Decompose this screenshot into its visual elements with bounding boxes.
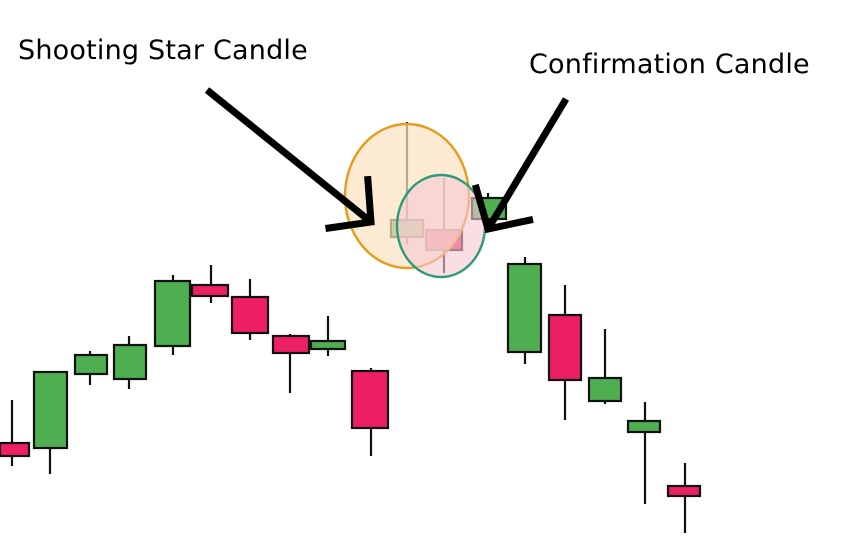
confirmation-highlight-circle <box>395 173 487 279</box>
highlight-circles-group <box>343 122 487 279</box>
candle-body-bullish <box>32 370 69 450</box>
candle-18 <box>666 463 702 533</box>
arrow-shaft <box>484 97 570 231</box>
annotation-arrows-group <box>204 87 570 234</box>
candle-body-bullish <box>153 279 192 348</box>
candle-4 <box>112 336 148 389</box>
candle-3 <box>73 351 109 385</box>
candle-body-bearish <box>350 369 390 430</box>
candle-8 <box>271 334 311 393</box>
candle-body-bullish <box>506 262 543 354</box>
candle-body-bullish <box>112 343 148 381</box>
candle-7 <box>230 279 270 340</box>
shooting-star-arrow <box>204 87 375 232</box>
candle-body-bearish <box>271 334 311 355</box>
candle-10 <box>350 368 390 456</box>
candle-body-bullish <box>626 419 662 434</box>
candle-14 <box>506 257 543 364</box>
candle-body-bullish <box>309 339 347 351</box>
candle-15 <box>547 285 583 420</box>
arrow-shaft <box>204 87 374 225</box>
candle-body-bullish <box>587 376 623 403</box>
candle-9 <box>309 316 347 356</box>
candle-body-bearish <box>0 441 31 458</box>
candles-group <box>0 122 702 533</box>
arrow-head <box>325 175 375 232</box>
candle-17 <box>626 402 662 504</box>
arrow-head <box>471 183 534 234</box>
candle-body-bullish <box>73 353 109 376</box>
candle-body-bearish <box>666 484 702 498</box>
candle-2 <box>32 370 69 474</box>
candle-6 <box>190 265 230 303</box>
candle-body-bearish <box>547 313 583 382</box>
confirmation-candle-label: Confirmation Candle <box>529 49 810 80</box>
shooting-star-label: Shooting Star Candle <box>18 35 308 66</box>
candle-body-bearish <box>230 295 270 335</box>
candle-16 <box>587 329 623 404</box>
candle-1 <box>0 400 31 466</box>
confirmation-candle-arrow <box>471 97 570 234</box>
candle-5 <box>153 275 192 355</box>
candle-body-bearish <box>190 283 230 298</box>
